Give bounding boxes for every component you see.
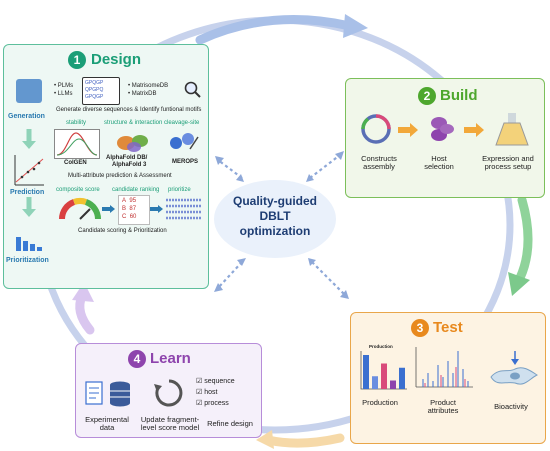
prediction-icon (14, 155, 44, 186)
arrow-icon (150, 205, 163, 213)
arrow-icon (102, 205, 115, 213)
score-gauge-icon (58, 197, 102, 220)
link-center-learn (217, 261, 243, 289)
production-bar (390, 380, 396, 389)
center-line-3: optimization (239, 224, 311, 238)
seq-line-1: GPQGP (85, 80, 104, 86)
center-line-2: DBLT (259, 209, 291, 223)
ranking-label: candidate ranking (112, 187, 160, 193)
host-cell-icon (431, 117, 454, 141)
test-title: Test (433, 319, 463, 336)
link-center-design (217, 159, 243, 179)
design-number: 1 (68, 51, 86, 69)
center-title: Quality-guided DBLT optimization (212, 194, 338, 239)
production-bar (399, 367, 405, 389)
arrow-head-design (72, 282, 94, 302)
plms-label: • PLMs (54, 83, 74, 89)
arrow-build-to-test (515, 195, 533, 283)
db1-label: • MatrisomeDB (128, 83, 169, 89)
alphafold3-label: AlphaFold 3 (112, 162, 147, 168)
protein-structure-icon (117, 135, 148, 152)
composite-label: composite score (56, 187, 100, 193)
arrow-test-to-learn (263, 433, 345, 448)
build-number: 2 (418, 87, 436, 105)
arrow-head-test (508, 272, 530, 296)
build-icons (361, 113, 529, 146)
prio-caption: Candidate scoring & Prioritization (78, 228, 167, 234)
learn-title: Learn (150, 350, 191, 367)
plasmid-icon (361, 114, 391, 144)
sequence-monitor-icon: GPQGP QPGPQ GPQGP (82, 77, 120, 105)
center-line-1: Quality-guided (233, 194, 317, 208)
arrow-head-build (343, 14, 368, 38)
colgen-label: ColGEN (64, 160, 87, 166)
test-number: 3 (411, 319, 429, 337)
learn-panel: 4 Learn ☑ sequence ☑ host ☑ process Expe… (75, 343, 262, 438)
side-generation: Generation (8, 113, 45, 120)
magnifier-icon (184, 81, 201, 98)
sequence-strands-icon (166, 198, 202, 220)
llms-label: • LLMs (54, 91, 73, 97)
prioritization-icon (16, 237, 42, 251)
center-disc (214, 180, 336, 258)
check-host: ☑ host (196, 389, 218, 396)
rank-row-c: C 60 (122, 214, 137, 220)
update-cycle-icon (154, 379, 183, 407)
gen-caption: Generate diverse sequences & Identify fu… (56, 107, 202, 113)
prioritize-label: prioritize (168, 187, 191, 193)
ranking-table: A 95 B 87 C 60 (118, 195, 150, 225)
experimental-data-icon (85, 381, 130, 407)
design-panel: 1 Design Generation Prediction Prioritiz… (3, 44, 209, 289)
bioactivity-label: Bioactivity (494, 402, 528, 411)
structure-label: structure & interaction (104, 120, 163, 126)
stability-plot-icon (54, 129, 100, 159)
cleavage-icon (170, 133, 199, 150)
arrow-head-learn (256, 430, 274, 449)
refine-label: Refine design (207, 419, 253, 428)
side-prediction: Prediction (10, 189, 45, 196)
production-bar (363, 355, 369, 389)
production-chart-title: Production (369, 344, 393, 349)
arrow-design-to-build (195, 15, 355, 45)
merops-label: MEROPS (172, 159, 199, 165)
production-chart (360, 351, 407, 390)
check-process: ☑ process (196, 400, 229, 407)
learn-number: 4 (128, 350, 146, 368)
link-center-test (311, 261, 346, 296)
rank-row-b: B 87 (122, 206, 137, 212)
flask-icon (495, 113, 529, 146)
alphafold-label: AlphaFold DB/ (106, 155, 148, 161)
production-label: Production (362, 398, 398, 407)
design-side-icons (14, 79, 44, 251)
production-bar (372, 376, 378, 389)
seq-line-2: QPGPQ (85, 87, 104, 93)
bioactivity-cell-icon (490, 351, 538, 385)
update-label: Update fragment-level score model (140, 415, 200, 432)
pred-caption: Multi-attribute prediction & Assessment (68, 173, 172, 179)
check-sequence: ☑ sequence (196, 378, 235, 385)
generation-icon (16, 79, 42, 103)
design-title: Design (91, 51, 142, 68)
production-bar (381, 363, 387, 389)
seq-line-3: GPQGP (85, 94, 104, 100)
rank-row-a: A 95 (122, 198, 137, 204)
side-prioritization: Prioritization (6, 257, 49, 264)
cleavage-label: cleavage-site (164, 120, 200, 126)
stability-label: stability (66, 120, 87, 126)
product-attributes-chart (415, 347, 473, 388)
db2-label: • MatrixDB (128, 91, 157, 97)
link-center-build (309, 154, 341, 179)
build-title: Build (440, 87, 478, 104)
